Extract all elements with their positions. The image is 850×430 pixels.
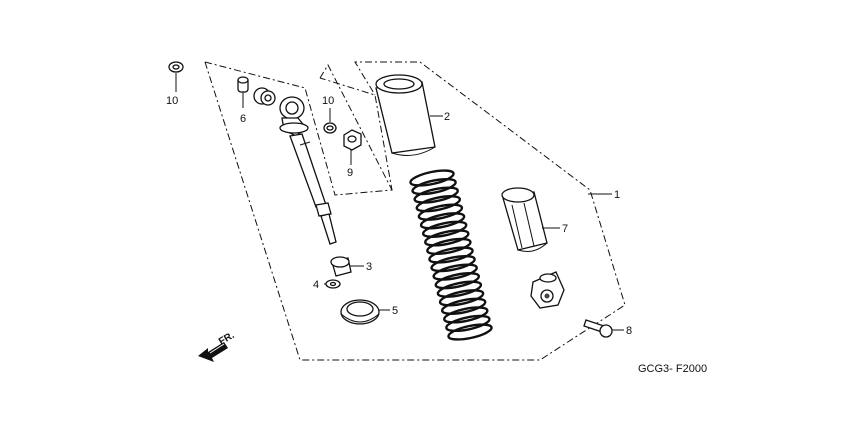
spring-coil [413,186,459,204]
spring-coil [430,254,476,273]
group-outline-inner [319,63,393,191]
washer-4 [325,279,341,289]
spring-coil [438,289,485,307]
nut-9 [343,129,362,151]
spring-coil [440,297,487,315]
damper-rod [279,96,337,245]
callout-10-top: 10 [166,95,178,107]
callout-3: 3 [366,261,372,273]
spring-coil [436,280,483,298]
callout-1: 1 [614,189,620,201]
spring-coil [447,323,493,341]
spring-coil [434,272,481,290]
spring-coil [411,177,457,196]
group-outline-main [204,61,626,361]
callout-10-mid: 10 [322,95,334,107]
spring-coil [445,314,491,333]
spring-coil [417,203,464,221]
callout-4: 4 [313,279,319,291]
spring-seat-5 [340,299,380,325]
callout-2: 2 [444,111,450,123]
bolt-8 [583,319,613,338]
spring-coil [428,246,474,264]
callout-5: 5 [392,305,398,317]
lower-eye-bracket [530,271,565,309]
spring-coil [419,212,466,230]
washer-10-top [168,61,184,73]
coil-spring [409,169,493,341]
washer-10-mid [323,122,337,134]
callout-9: 9 [347,167,353,179]
callout-7: 7 [562,223,568,235]
figure-code: GCG3- F2000 [638,363,707,375]
spring-coil [421,220,468,238]
sleeve-7 [501,187,548,252]
spring-coil [426,237,472,256]
callout-6: 6 [240,113,246,125]
direction-label: FR. [217,330,237,348]
callout-8: 8 [626,325,632,337]
spring-coil [443,306,489,324]
spring-coil [409,169,455,187]
cover-tube-2 [375,74,436,156]
group-outline-left [204,61,393,196]
bushing-6 [237,76,276,108]
spring-coil [424,229,470,247]
bump-rubber-3 [330,256,352,277]
front-direction-arrow: FR. [198,330,237,362]
spring-coil [432,263,478,281]
spring-coil [415,195,462,213]
